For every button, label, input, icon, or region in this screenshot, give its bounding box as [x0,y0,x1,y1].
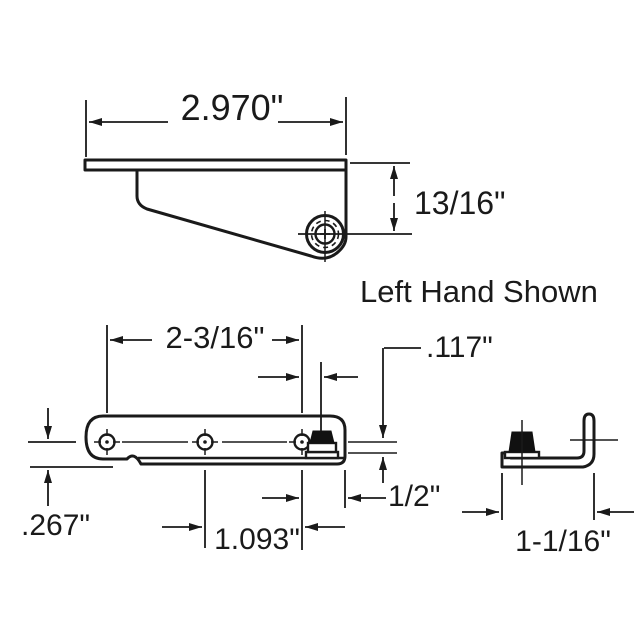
dim-hole-pitch-label: 1.093" [214,523,300,556]
dimension-edge-distance: .267" [21,408,113,542]
dim-side-width-label: 2.970" [181,87,284,128]
bolt-washer [306,441,338,454]
plan-view [84,414,347,466]
dim-offset-label: .117" [426,331,493,364]
dim-end-distance-label: 1/2" [388,480,440,513]
dimension-side-height: 13/16" [298,162,505,235]
hole-2 [192,429,218,455]
dim-end-width-label: 1-1/16" [515,525,611,558]
dim-hole-span-label: 2-3/16" [166,320,265,355]
end-view-angle [500,412,596,469]
dimension-hole-pitch: 1.093" [162,470,345,556]
side-view-web [135,168,348,260]
side-view [83,158,348,262]
plan-view-bar [84,414,347,466]
dimension-side-width: 2.970" [85,87,347,157]
annotation-left-hand-shown: Left Hand Shown [360,274,598,309]
end-view [500,412,618,485]
plan-view-nut [304,430,340,460]
dimension-offset-117: .117" [348,331,493,483]
nut-silhouette [309,430,335,444]
hole-3 [289,429,315,455]
dimension-end-distance: 1/2" [262,470,440,513]
side-view-flange [83,158,348,172]
dim-edge-distance-label: .267" [21,509,90,542]
dimension-hole-span: 2-3/16" [106,320,303,413]
dim-side-height-label: 13/16" [414,185,505,221]
hole-1 [94,429,120,455]
dimension-bolt-offset-arrows [258,362,358,431]
dimension-end-width: 1-1/16" [462,473,634,558]
